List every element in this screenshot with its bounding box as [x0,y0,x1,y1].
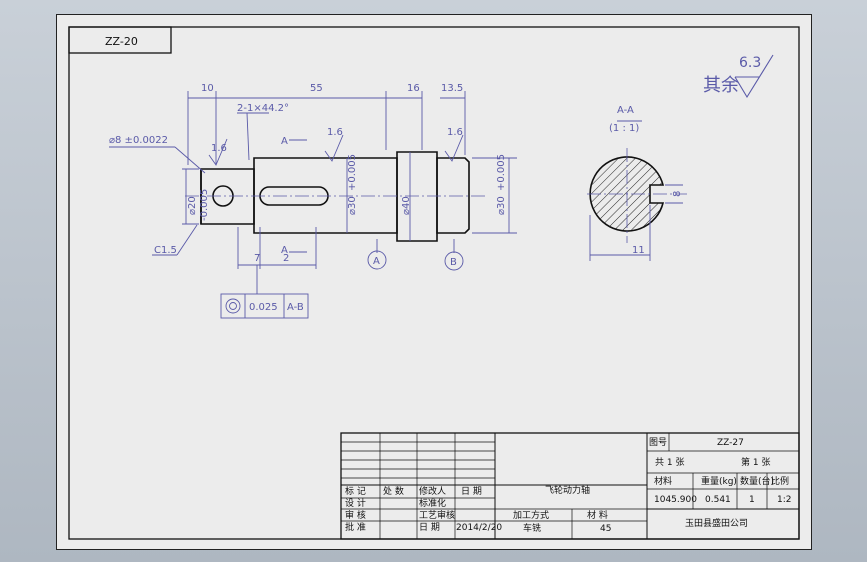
tb-design-std: 标准化 [419,497,446,509]
dimension-labels: 10 55 16 13.5 2-1×44.2° ⌀8 ±0.0022 C1.5 … [109,83,507,313]
dim-dia30a: ⌀30 [347,196,358,215]
tb-val-weight: 0.541 [705,495,731,505]
tb-part-name: 飞轮动力轴 [545,484,590,496]
title-block [340,432,800,540]
dim-dia20: ⌀20 [187,196,198,215]
tb-col-weight: 重量(kg) [701,475,737,487]
section-a-bottom: A [281,245,288,256]
tb-process: 工艺审核 [419,509,455,521]
rest-roughness-value: 6.3 [739,55,761,71]
tb-sheet-no: 第 1 张 [741,456,770,468]
tb-hdr-date: 日 期 [461,486,482,497]
dim-16: 16 [407,83,420,94]
tb-val-scale: 1:2 [777,495,791,505]
dim-7: 7 [254,253,260,264]
dim-hole: ⌀8 ±0.0022 [109,135,168,146]
datum-a: A [373,256,380,267]
shaft-view [200,151,470,242]
inner-frame [68,26,800,540]
dim-2: 2 [283,253,289,264]
section-a-top: A [281,136,288,147]
section-dim-8: 8 [672,191,683,197]
datum-b: B [450,257,457,268]
tb-hdr-doc: 修改人 [419,485,446,497]
rest-roughness-label: 其余 [703,75,739,96]
dim-dia30a-tol: +0.005 [347,154,358,191]
shaft-right-section [436,157,470,234]
tb-date: 2014/2/20 [456,523,502,533]
tb-company: 玉田县盛田公司 [685,517,748,529]
dimensions [109,91,517,319]
tb-hdr-count: 处 数 [383,485,404,497]
dim-dia40: ⌀40 [401,196,412,215]
tb-col-material: 材料 [654,475,672,487]
tb-val-qty: 1 [749,495,755,505]
section-title: A-A [617,105,634,116]
dim-10: 10 [201,83,214,94]
section-view: A-A (1 : 1) 11 8 [587,105,687,261]
dim-dia20-tol: -0.005 [199,189,210,221]
rest-roughness: 其余 6.3 [703,54,774,99]
title-block-text: 标 记 处 数 修改人 日 期 设 计 标准化 审 核 工艺审核 批 准 日 期… [345,437,791,534]
dim-55: 55 [310,83,323,94]
drawing-sheet: ZZ-20 [56,14,812,550]
tb-drawing-no-label: 图号 [649,437,667,448]
tb-review: 审 核 [345,509,366,521]
dim-13-5: 13.5 [441,83,463,94]
tolerance-datum: A-B [287,302,304,313]
tb-approve: 批 准 [345,521,366,533]
tb-col-scale: 比例 [771,475,789,487]
tb-design: 设 计 [345,497,366,509]
dim-c15: C1.5 [154,245,177,256]
roughness-1: 1.6 [211,143,227,154]
tolerance-value: 0.025 [249,302,278,313]
dim-dia30b-tol: +0.005 [496,154,507,191]
tb-sheets-total: 共 1 张 [655,457,684,468]
tb-material-label: 材 料 [587,509,608,521]
tb-hdr-mark: 标 记 [345,485,366,497]
drawing-code: ZZ-20 [105,35,138,48]
roughness-2: 1.6 [327,127,343,138]
shaft-collar [396,151,438,242]
tb-method-value: 车铣 [523,522,541,534]
tb-method-label: 加工方式 [513,509,549,521]
tb-material-value: 45 [600,524,611,534]
shaft-body [253,157,398,234]
keyway-slot [259,186,329,206]
tb-date-label: 日 期 [419,522,440,533]
tb-drawing-no: ZZ-27 [717,438,744,448]
drawing-canvas: ZZ-20 [68,26,800,540]
dim-dia30b: ⌀30 [496,196,507,215]
tb-col-qty: 数量(台) [740,475,774,487]
code-box [68,26,172,54]
section-scale: (1 : 1) [609,123,639,134]
roughness-3: 1.6 [447,127,463,138]
section-dim-11: 11 [632,245,645,256]
tb-val-material: 1045.900 [654,495,697,505]
dim-chamfer-edge: 2-1×44.2° [237,103,289,114]
